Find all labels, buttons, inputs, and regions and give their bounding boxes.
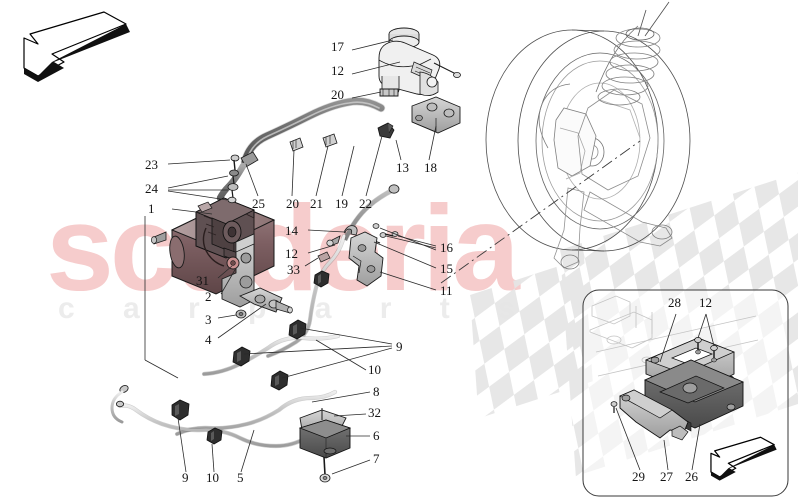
reservoir-support-bracket — [411, 96, 461, 134]
callout-7: 7 — [373, 451, 380, 466]
leader-lines — [144, 39, 437, 475]
callout-32: 32 — [368, 405, 381, 420]
arrow-down-left-icon — [23, 11, 130, 82]
pipe-support-bracket-11 — [348, 231, 384, 287]
callout-27: 27 — [660, 469, 673, 484]
callout-24: 24 — [145, 181, 158, 196]
callout-10-lower: 10 — [206, 470, 219, 485]
pressure-sensor-assembly — [298, 408, 352, 483]
callout-3: 3 — [205, 312, 212, 327]
callout-6: 6 — [373, 428, 380, 443]
hydraulic-pump-motor-unit — [151, 197, 276, 295]
callout-12-pipe: 12 — [285, 246, 298, 261]
callout-9-upper: 9 — [396, 339, 403, 354]
callout-18: 18 — [424, 160, 437, 175]
callout-19: 19 — [335, 196, 348, 211]
callout-29: 29 — [632, 469, 645, 484]
callout-33: 33 — [287, 262, 300, 277]
callout-17: 17 — [331, 39, 344, 54]
callout-8: 8 — [373, 384, 380, 399]
callout-15: 15 — [440, 261, 453, 276]
pipe-clip-group — [171, 270, 330, 445]
pump-mount-studs — [227, 154, 240, 204]
callout-28: 28 — [668, 295, 681, 310]
ghost-wheel-suspension-assembly — [485, 1, 691, 270]
hub-axis-centerline — [440, 140, 641, 284]
brake-pipe-network — [110, 233, 347, 449]
callout-20-reservoir: 20 — [331, 87, 344, 102]
pump-mounting-bracket — [221, 233, 293, 319]
callout-12-reservoir: 12 — [331, 63, 344, 78]
callout-9-lower: 9 — [182, 470, 189, 485]
callout-23: 23 — [145, 157, 158, 172]
control-unit-detail-inset — [582, 289, 789, 497]
brake-fluid-reservoir — [378, 27, 461, 97]
callout-14: 14 — [285, 223, 298, 238]
callout-25: 25 — [252, 196, 265, 211]
callout-2: 2 — [205, 289, 212, 304]
callout-4: 4 — [205, 332, 212, 347]
callout-26: 26 — [685, 469, 698, 484]
callout-5: 5 — [237, 470, 244, 485]
main-supply-hose — [216, 97, 386, 204]
callout-20-hose: 20 — [286, 196, 299, 211]
callout-10-upper: 10 — [368, 362, 381, 377]
callout-31: 31 — [196, 273, 209, 288]
watermark-brand: scuderia — [46, 180, 520, 316]
callout-13: 13 — [396, 160, 409, 175]
callout-21: 21 — [310, 196, 323, 211]
callout-1: 1 — [148, 201, 155, 216]
arrow-down-left-icon-inset — [710, 436, 777, 481]
callout-12-inset: 12 — [699, 295, 712, 310]
callout-16: 16 — [440, 240, 453, 255]
hose-clamp-group — [289, 122, 395, 152]
callout-11: 11 — [440, 283, 453, 298]
small-fitting-33 — [317, 251, 331, 263]
callout-22: 22 — [359, 196, 372, 211]
